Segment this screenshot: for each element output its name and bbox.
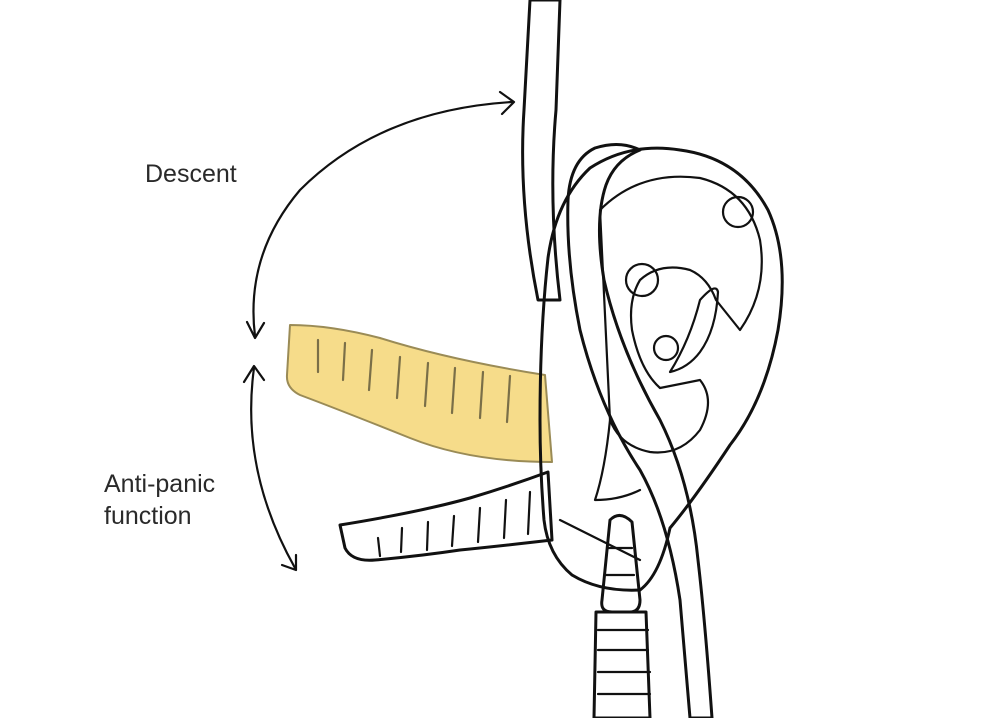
descent-arc-arrow: [245, 90, 516, 340]
upper-rope: [521, 0, 562, 302]
handle-anti-panic-position: [338, 470, 554, 562]
anti-panic-label-line1: Anti-panic: [104, 470, 216, 498]
device-body: [538, 146, 784, 592]
anti-panic-arc-arrow: [242, 364, 298, 572]
rope-through-device: [566, 143, 714, 718]
handle-descent-position: [285, 324, 553, 463]
anti-panic-label: Anti-panic function: [104, 468, 215, 532]
carabiner: [592, 514, 652, 718]
descent-label: Descent: [145, 160, 237, 188]
anti-panic-label-line2: function: [104, 502, 192, 530]
